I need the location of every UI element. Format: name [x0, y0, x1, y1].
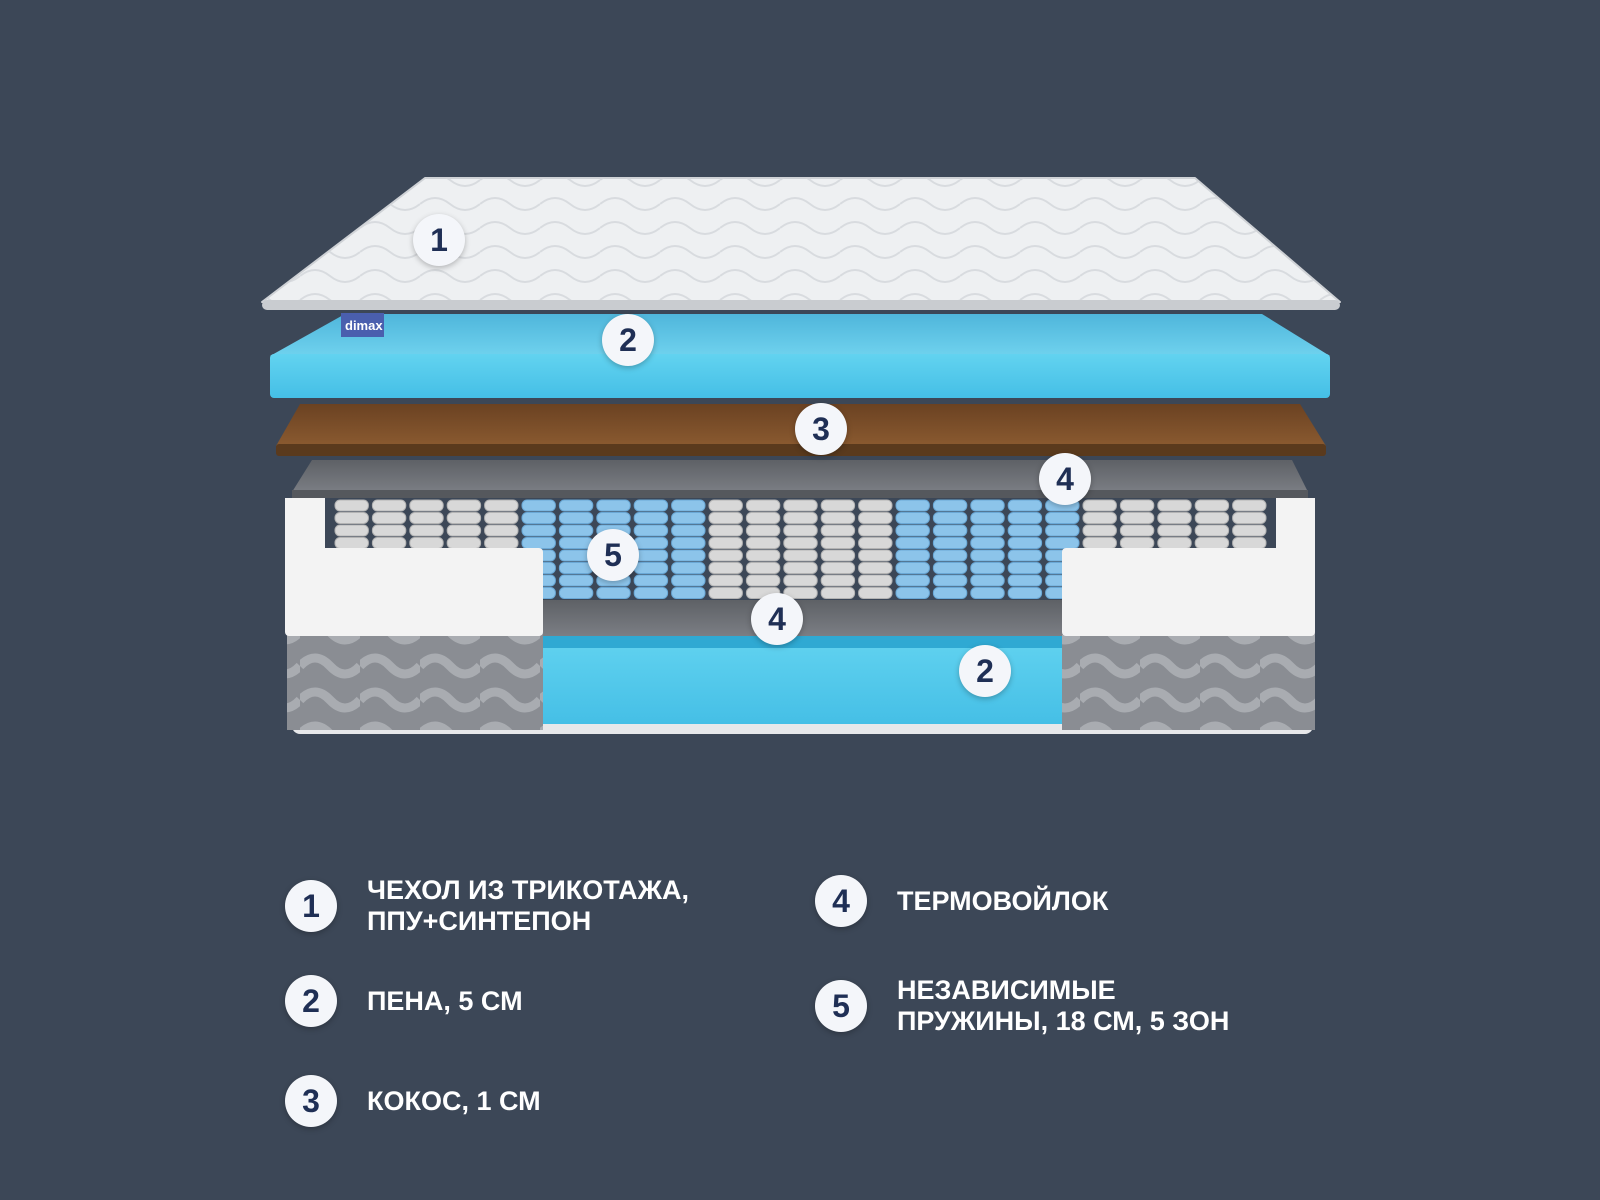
spring-white [858, 499, 893, 599]
spring-blue [633, 499, 669, 599]
side-foam-left [285, 548, 543, 636]
side-foam-right [1062, 548, 1315, 636]
legend-item: 4 ТЕРМОВОЙЛОК [815, 875, 1108, 927]
legend-text: ПЕНА, 5 СМ [367, 985, 523, 1016]
spring-blue [558, 499, 594, 599]
spring-blue [895, 499, 930, 599]
side-border-left [287, 628, 543, 730]
spring-white [745, 499, 781, 599]
legend-text: КОКОС, 1 СМ [367, 1085, 541, 1116]
legend-badge: 5 [815, 980, 867, 1032]
marker-foam-bottom: 2 [959, 645, 1011, 697]
legend-item: 1 ЧЕХОЛ ИЗ ТРИКОТАЖА, ППУ+СИНТЕПОН [285, 875, 727, 937]
marker-felt-top: 4 [1039, 453, 1091, 505]
marker-coconut: 3 [795, 403, 847, 455]
spring-white [820, 499, 856, 599]
cover-layer [261, 177, 1341, 310]
legend-text: НЕЗАВИСИМЫЕ ПРУЖИНЫ, 18 СМ, 5 ЗОН [897, 975, 1230, 1036]
legend-item: 3 КОКОС, 1 СМ [285, 1075, 541, 1127]
logo-text: dimax [345, 318, 383, 333]
side-border-right [1062, 628, 1315, 730]
marker-felt-bottom: 4 [751, 593, 803, 645]
legend-item: 2 ПЕНА, 5 СМ [285, 975, 523, 1027]
brand-logo: dimax [341, 313, 384, 337]
spring-blue [671, 499, 706, 599]
marker-foam-top: 2 [602, 314, 654, 366]
spring-blue [1007, 499, 1043, 599]
felt-layer-top [292, 460, 1308, 498]
spring-white [783, 499, 818, 599]
legend-text: ЧЕХОЛ ИЗ ТРИКОТАЖА, ППУ+СИНТЕПОН [367, 875, 689, 936]
legend-text: ТЕРМОВОЙЛОК [897, 885, 1109, 916]
marker-cover: 1 [413, 214, 465, 266]
legend-badge: 3 [285, 1075, 337, 1127]
legend-item: 5 НЕЗАВИСИМЫЕ ПРУЖИНЫ, 18 СМ, 5 ЗОН [815, 975, 1267, 1037]
legend-badge: 2 [285, 975, 337, 1027]
foam-layer-top [270, 314, 1330, 398]
spring-blue [970, 499, 1005, 599]
spring-blue [932, 499, 968, 599]
marker-springs: 5 [587, 529, 639, 581]
spring-white [708, 499, 743, 599]
legend-badge: 1 [285, 880, 337, 932]
legend-badge: 4 [815, 875, 867, 927]
